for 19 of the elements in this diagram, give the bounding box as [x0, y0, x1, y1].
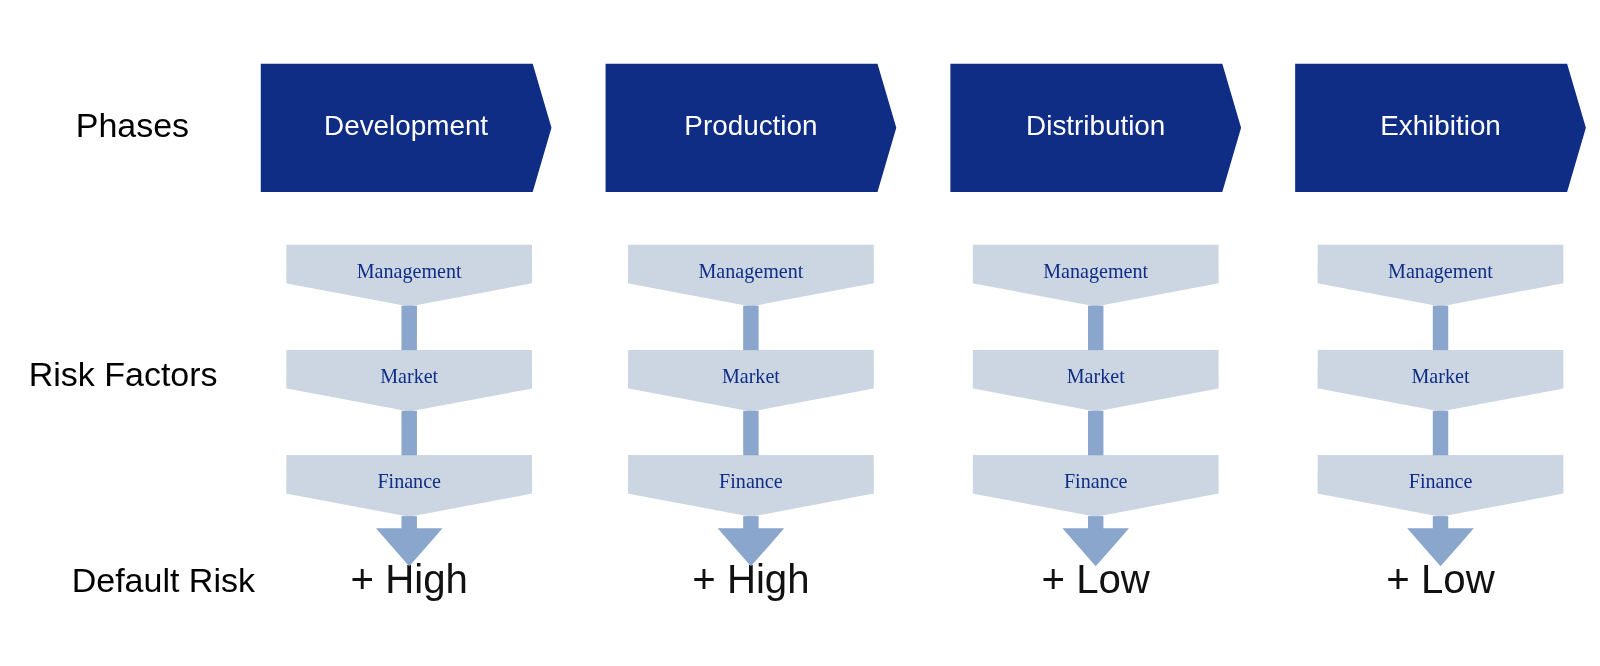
node-text: + High [692, 556, 810, 602]
connector [1088, 410, 1104, 455]
label: Default Risk [71, 560, 255, 599]
connector [1088, 305, 1104, 350]
label: Phases [75, 105, 190, 144]
arrow [1407, 515, 1474, 566]
arrow [717, 515, 785, 566]
node-text: + High [350, 556, 468, 602]
connector [1432, 305, 1449, 350]
connector [1432, 410, 1449, 455]
node-text: + Low [1041, 556, 1150, 602]
connector [743, 410, 759, 455]
arrow [375, 515, 443, 566]
connector [401, 410, 417, 455]
label: Risk Factors [28, 354, 218, 393]
connector [401, 305, 417, 350]
connector [743, 305, 759, 350]
arrow [1062, 515, 1129, 566]
node-text: + Low [1386, 556, 1495, 602]
